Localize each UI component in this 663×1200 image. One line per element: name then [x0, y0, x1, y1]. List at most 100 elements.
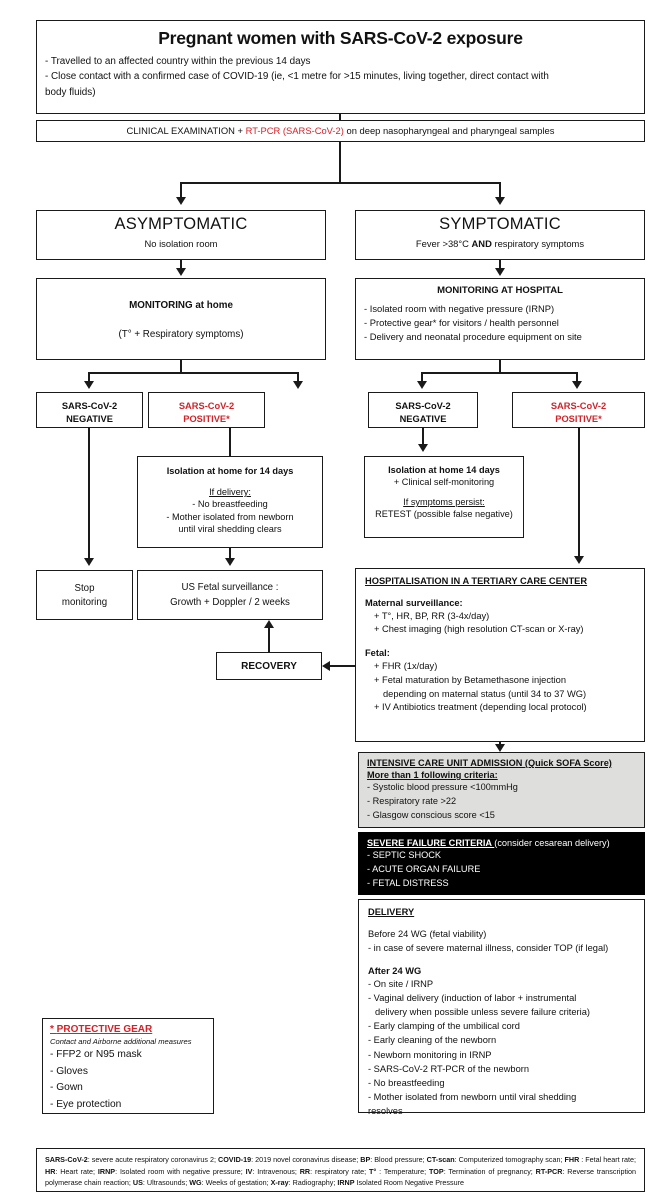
recovery-box: RECOVERY: [216, 652, 322, 680]
connector-clinical-bar: [180, 182, 501, 184]
isolation-left-item: until viral shedding clears: [178, 524, 282, 535]
result-line-2: NEGATIVE: [399, 414, 447, 425]
fetal-item: + FHR (1x/day): [374, 660, 438, 671]
symptomatic-sub-a: Fever >38°C: [415, 237, 472, 249]
connector-right-positive-hospitalisation: [578, 428, 580, 558]
result-line-2: NEGATIVE: [66, 414, 113, 425]
clinical-highlight: RT-PCR (SARS-CoV-2): [245, 125, 344, 136]
clinical-examination-box: CLINICAL EXAMINATION + RT-PCR (SARS-CoV-…: [36, 120, 645, 142]
connector-recovery-usfetal: [268, 628, 270, 654]
monitoring-hospital-box: MONITORING AT HOSPITAL - Isolated room w…: [355, 278, 645, 360]
isolation-left-condition: If delivery:: [209, 487, 251, 498]
connector-left-negative-stop: [88, 428, 90, 560]
delivery-box: DELIVERY Before 24 WG (fetal viability) …: [358, 899, 645, 1116]
connector-mon-hosp-stem: [499, 360, 501, 374]
arrowhead-left-negative: [83, 381, 94, 389]
severe-failure-header: SEVERE FAILURE CRITERIA (consider cesare…: [367, 838, 610, 848]
connector-isolation-usfetal: [229, 548, 231, 560]
monitoring-home-box: MONITORING at home (T° + Respiratory sym…: [36, 278, 326, 360]
result-line-2: POSITIVE*: [555, 414, 602, 425]
clinical-prefix: CLINICAL EXAMINATION +: [126, 125, 246, 136]
result-line-1: SARS-CoV-2: [178, 401, 235, 411]
isolation-left-item: - Mother isolated from newborn: [166, 511, 294, 522]
maternal-item: + Chest imaging (high resolution CT-scan…: [374, 624, 584, 635]
arrowhead-stop-monitoring: [83, 558, 94, 566]
delivery-after-item: - Early cleaning of the newborn: [368, 1035, 497, 1046]
connector-left-positive-isolation: [229, 428, 231, 458]
delivery-after-item: resolves: [368, 1106, 403, 1117]
arrowhead-icu: [494, 744, 505, 752]
icu-criteria-header: More than 1 following criteria:: [367, 770, 498, 781]
monitoring-hospital-item: - Protective gear* for visitors / health…: [364, 316, 559, 328]
connector-mon-home-stem: [180, 360, 182, 374]
arrowhead-isolation-right: [417, 444, 428, 452]
isolation-home-14days-box: Isolation at home for 14 days If deliver…: [137, 456, 323, 548]
arrowhead-right-negative: [416, 381, 427, 389]
arrowhead-left-positive: [292, 381, 303, 389]
abbreviations-footer-box: SARS-CoV-2: severe acute respiratory cor…: [36, 1148, 645, 1192]
severe-failure-item: - ACUTE ORGAN FAILURE: [367, 863, 481, 874]
fetal-header: Fetal:: [365, 648, 390, 659]
us-fetal-surveillance-box: US Fetal surveillance :Growth + Doppler …: [137, 570, 323, 620]
monitoring-hospital-item: - Isolated room with negative pressure (…: [364, 302, 555, 314]
isolation-right-sub: + Clinical self-monitoring: [393, 477, 495, 488]
isolation-right-action: RETEST (possible false negative): [375, 509, 513, 520]
isolation-home-retest-box: Isolation at home 14 days + Clinical sel…: [364, 456, 524, 538]
delivery-after-item: - On site / IRNP: [368, 978, 434, 989]
isolation-left-item: - No breastfeeding: [192, 499, 268, 510]
severe-failure-criteria-box: SEVERE FAILURE CRITERIA (consider cesare…: [358, 832, 645, 895]
symptomatic-box: SYMPTOMATIC Fever >38°C AND respiratory …: [355, 210, 645, 260]
arrowhead-symptomatic: [494, 197, 505, 205]
connector-clinical-stem: [339, 142, 341, 184]
monitoring-hospital-item: - Delivery and neonatal procedure equipm…: [364, 331, 582, 343]
connector-mon-hosp-left: [421, 372, 423, 382]
delivery-after-item: - SARS-CoV-2 RT-PCR of the newborn: [368, 1063, 530, 1074]
abbreviations-text: SARS-CoV-2: severe acute respiratory cor…: [45, 1155, 637, 1188]
arrowhead-recovery-up: [263, 620, 274, 628]
fetal-item: + IV Antibiotics treatment (depending lo…: [374, 702, 587, 713]
connector-mon-home-left: [88, 372, 90, 382]
clinical-examination-text: CLINICAL EXAMINATION + RT-PCR (SARS-CoV-…: [37, 121, 644, 137]
delivery-after-item: - Vaginal delivery (induction of labor +…: [368, 993, 577, 1004]
connector-sym-monitoring: [499, 260, 501, 270]
title-box: Pregnant women with SARS-CoV-2 exposure …: [36, 20, 645, 114]
symptomatic-subtitle: Fever >38°C AND respiratory symptoms: [356, 238, 644, 250]
icu-header: INTENSIVE CARE UNIT ADMISSION (Quick SOF…: [367, 758, 612, 768]
connector-right-negative-isolation: [422, 428, 424, 446]
page-title: Pregnant women with SARS-CoV-2 exposure: [158, 28, 523, 48]
connector-asym-monitoring: [180, 260, 182, 270]
severe-failure-item: - SEPTIC SHOCK: [367, 850, 442, 861]
icu-admission-box: INTENSIVE CARE UNIT ADMISSION (Quick SOF…: [358, 752, 645, 828]
protective-gear-item: - Gown: [50, 1082, 83, 1094]
protective-gear-legend-box: * PROTECTIVE GEAR Contact and Airborne a…: [42, 1018, 214, 1114]
delivery-after-item: - Early clamping of the umbilical cord: [368, 1021, 520, 1032]
connector-hospitalisation-recovery: [330, 665, 356, 667]
hospitalisation-box: HOSPITALISATION IN A TERTIARY CARE CENTE…: [355, 568, 645, 742]
icu-item: - Systolic blood pressure <100mmHg: [367, 782, 518, 793]
result-box-right-positive: SARS-CoV-2 POSITIVE*: [512, 392, 645, 428]
protective-gear-item: - Gloves: [50, 1065, 88, 1077]
connector-mon-hosp-right: [576, 372, 578, 382]
asymptomatic-title: ASYMPTOMATIC: [114, 215, 248, 233]
fetal-item: + Fetal maturation by Betamethasone inje…: [374, 674, 566, 685]
arrowhead-monitoring-hospital: [494, 268, 505, 276]
result-line-1: SARS-CoV-2: [395, 401, 451, 411]
connector-clinical-right: [499, 182, 501, 198]
icu-item: - Glasgow conscious score <15: [367, 809, 495, 820]
result-line-1: SARS-CoV-2: [550, 401, 607, 411]
title-bullet-1: - Travelled to an affected country withi…: [45, 56, 311, 68]
arrowhead-recovery-left: [322, 660, 330, 671]
result-box-left-positive: SARS-CoV-2 POSITIVE*: [148, 392, 265, 428]
result-box-right-negative: SARS-CoV-2 NEGATIVE: [368, 392, 478, 428]
monitoring-home-detail: (T° + Respiratory symptoms): [118, 328, 244, 340]
asymptomatic-subtitle: No isolation room: [144, 237, 218, 249]
connector-mon-home-bar: [88, 372, 299, 374]
delivery-before-item: - in case of severe maternal illness, co…: [368, 942, 609, 953]
clinical-suffix: on deep nasopharyngeal and pharyngeal sa…: [343, 125, 555, 136]
title-bullet-3: body fluids): [45, 86, 96, 98]
connector-mon-home-right: [297, 372, 299, 382]
isolation-left-header: Isolation at home for 14 days: [166, 466, 294, 476]
symptomatic-sub-and: AND: [471, 237, 492, 249]
